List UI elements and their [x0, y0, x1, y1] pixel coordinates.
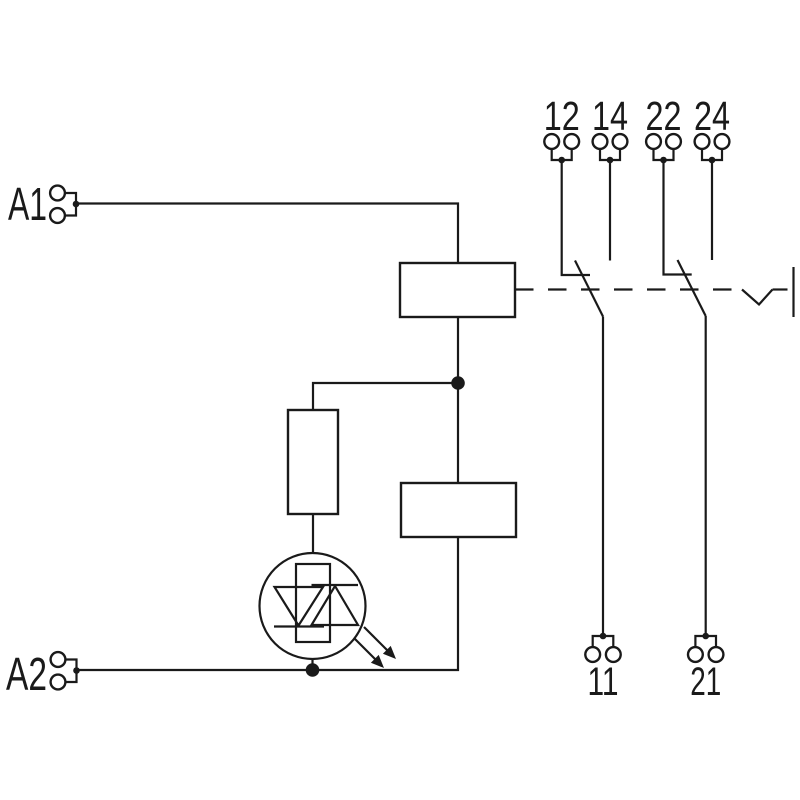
terminal-circle [604, 645, 622, 664]
terminal-14-label: 14 [592, 93, 628, 139]
wire-a1-to-coil [76, 202, 460, 263]
arrow-head [370, 654, 384, 668]
terminal-12-label: 12 [544, 93, 580, 139]
mechanical-link [515, 267, 795, 317]
arrow-shaft [353, 637, 377, 661]
arrow-shaft [363, 626, 388, 651]
arrow-head [382, 645, 396, 659]
junction-dot [305, 663, 320, 677]
led-emission-arrows-icon [353, 626, 396, 668]
terminal-a2 [49, 650, 80, 691]
diode-up-icon [309, 583, 360, 627]
terminal-24-label: 24 [694, 93, 730, 139]
protection-module-box [399, 481, 518, 539]
terminal-circle [48, 184, 67, 202]
indicator-circle [258, 551, 367, 661]
terminal-circle [49, 673, 67, 691]
terminal-bracket [694, 634, 718, 648]
terminal-a1 [48, 184, 80, 225]
relay-coil-box [398, 261, 517, 319]
terminal-21 [686, 632, 725, 664]
diode-down-icon [272, 585, 326, 628]
terminal-circle [686, 645, 705, 664]
terminal-circle [584, 645, 602, 664]
terminal-a1-label: A1 [8, 178, 47, 230]
indicator-inner-box [294, 562, 332, 644]
changeover-contact-1 [560, 160, 612, 636]
series-resistor-box [286, 408, 340, 516]
wire-a2-bottom-rail [76, 537, 460, 672]
led-indicator [258, 551, 396, 668]
terminal-11-label: 11 [588, 660, 619, 704]
manual-test-actuator-icon [741, 288, 774, 307]
terminal-a2-label: A2 [6, 648, 47, 700]
contact-nc-lead [560, 160, 590, 277]
wire-junction-to-resistor [311, 381, 458, 410]
terminal-circle [707, 645, 725, 664]
terminal-22-label: 22 [646, 93, 682, 139]
terminal-21-label: 21 [690, 660, 721, 704]
changeover-contact-2 [662, 160, 714, 636]
terminal-circle [48, 206, 67, 225]
terminal-circle [49, 650, 67, 669]
terminal-bracket [591, 634, 615, 648]
terminal-11 [584, 632, 622, 664]
contact-blade [676, 259, 707, 317]
junction-dot [451, 376, 465, 390]
contact-nc-lead [662, 160, 692, 276]
